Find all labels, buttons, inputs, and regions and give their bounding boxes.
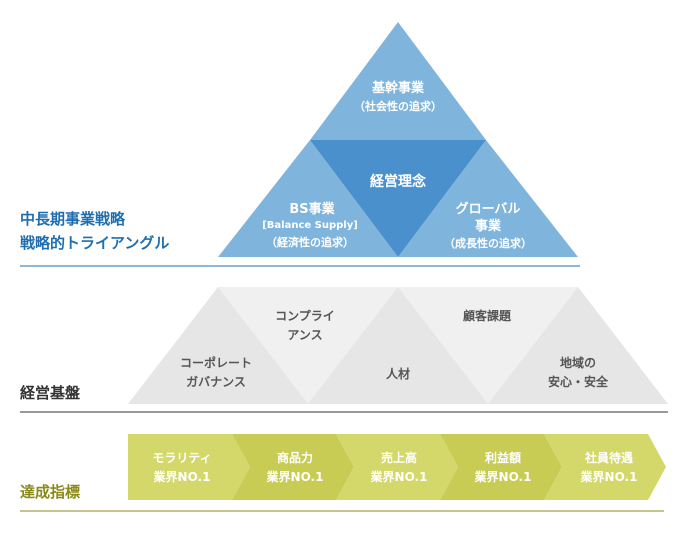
goals-band: モラリティ 業界NO.1 商品力 業界NO.1 売上高 業界NO.1 利益額 業… — [128, 434, 666, 500]
governance-l2: ガバナンス — [186, 374, 246, 389]
region-l2: 安心・安全 — [548, 374, 609, 389]
governance-l1: コーポレート — [180, 355, 252, 370]
people-l1: 人材 — [386, 366, 410, 381]
goal-chevron-5 — [544, 434, 666, 500]
right-title2: 事業 — [475, 218, 502, 234]
triangle-left — [218, 140, 398, 257]
foundation-down-1 — [218, 287, 398, 404]
foundation-down-2 — [398, 287, 578, 404]
left-title: BS事業 — [289, 201, 335, 217]
goal-3-l1: 売上高 — [381, 450, 417, 465]
goal-chevron-1 — [128, 434, 250, 500]
triangle-center — [310, 140, 486, 257]
right-title1: グローバル — [456, 201, 521, 217]
goal-1-l1: モラリティ — [152, 451, 211, 465]
goal-1-l2: 業界NO.1 — [153, 469, 211, 484]
strategy-label-line2: 戦略的トライアングル — [20, 234, 169, 252]
goal-2-l1: 商品力 — [277, 450, 313, 465]
goal-chevron-3 — [336, 434, 458, 500]
compliance-l2: アンス — [287, 328, 322, 342]
foundation-label: 経営基盤 — [20, 384, 81, 402]
goal-3-l2: 業界NO.1 — [370, 469, 428, 484]
top-title: 基幹事業 — [371, 80, 425, 96]
left-sub2: （経済性の追求） — [266, 235, 354, 249]
triangle-right — [398, 140, 578, 257]
goal-5-l2: 業界NO.1 — [580, 469, 638, 484]
goal-chevron-2 — [232, 434, 354, 500]
goal-4-l2: 業界NO.1 — [474, 469, 532, 484]
left-sub1: [Balance Supply] — [262, 220, 358, 231]
goal-chevron-4 — [440, 434, 562, 500]
goals-label: 達成指標 — [20, 483, 80, 501]
goal-2-l2: 業界NO.1 — [266, 469, 324, 484]
right-sub: （成長性の追求） — [444, 236, 532, 250]
compliance-l1: コンプライ — [275, 308, 335, 323]
region-l1: 地域の — [560, 355, 596, 370]
strategy-label-line1: 中長期事業戦略 — [20, 210, 126, 228]
goal-4-l1: 利益額 — [485, 450, 521, 465]
center-title: 経営理念 — [370, 173, 427, 190]
triangle-top — [310, 22, 486, 140]
top-sub: （社会性の追求） — [354, 99, 442, 113]
strategic-triangle: 基幹事業 （社会性の追求） 経営理念 BS事業 [Balance Supply]… — [218, 22, 578, 257]
foundation-band: コンプライ アンス 顧客課題 コーポレート ガバナンス 人材 地域の 安心・安全 — [128, 287, 668, 404]
goal-5-l1: 社員待遇 — [584, 450, 633, 465]
customer-l1: 顧客課題 — [463, 308, 512, 323]
